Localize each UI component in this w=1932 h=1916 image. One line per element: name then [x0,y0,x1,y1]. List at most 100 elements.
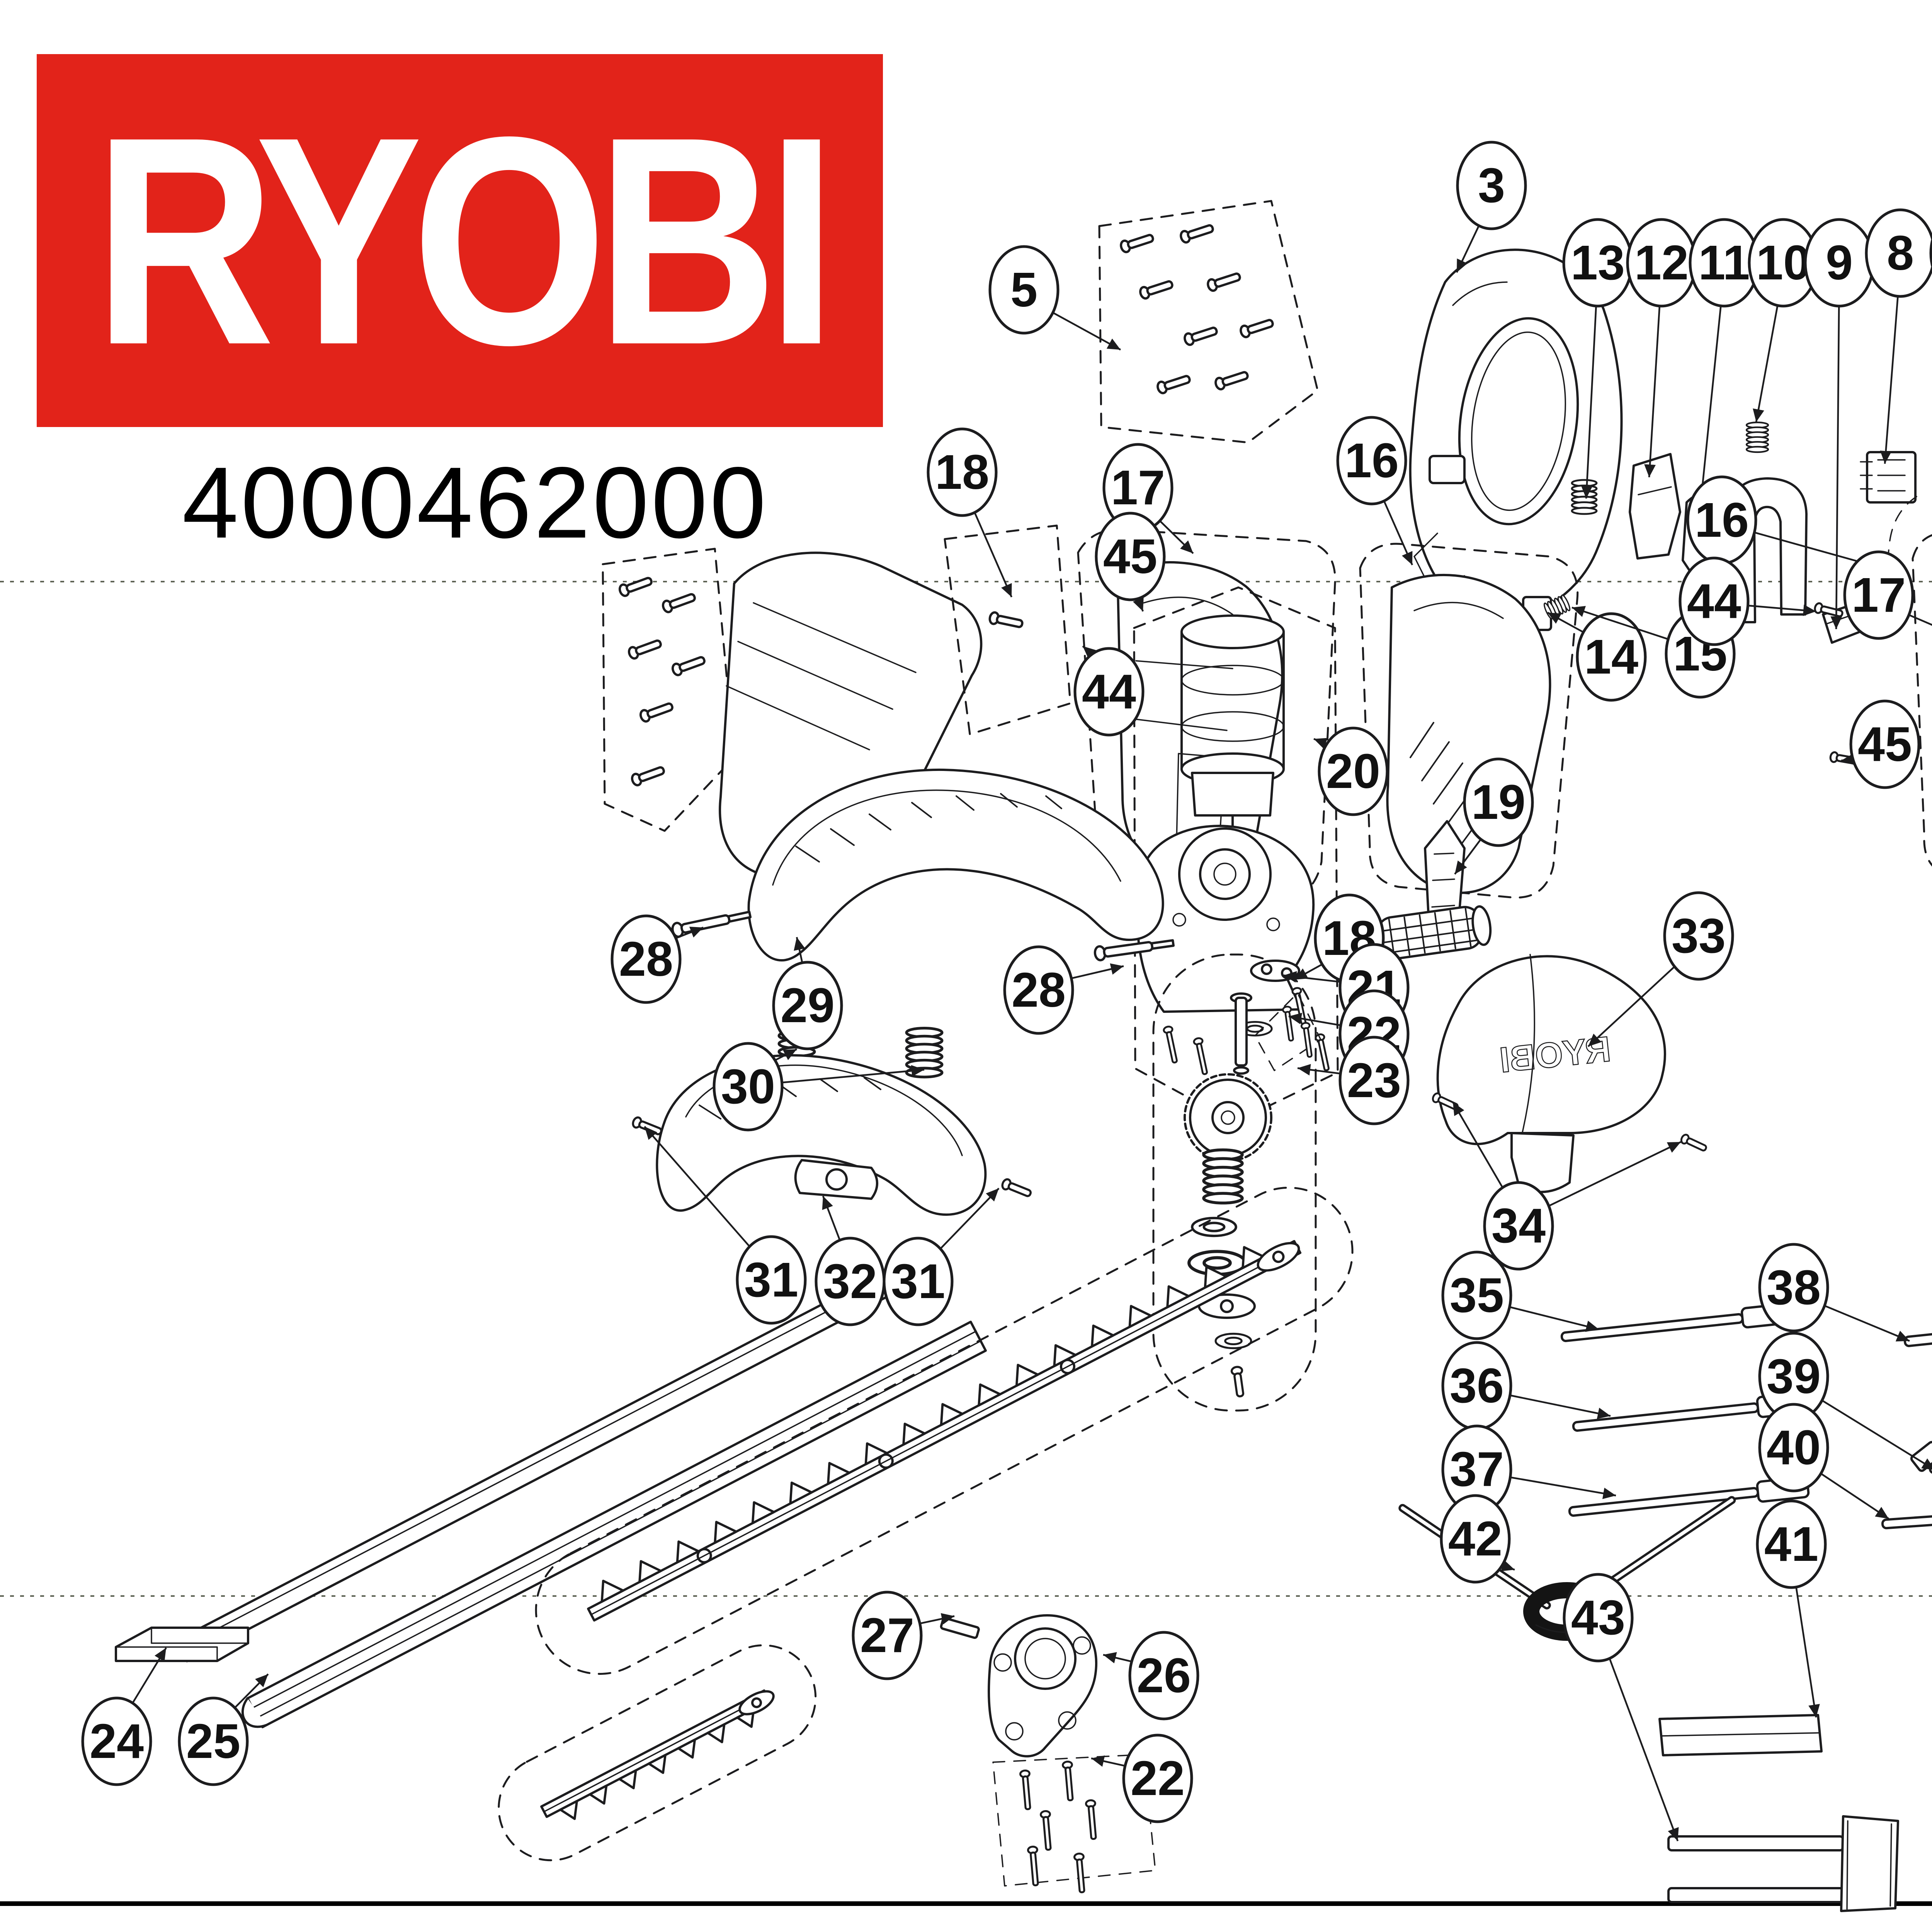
callout-19[interactable]: 19 [1454,757,1534,875]
callout-26[interactable]: 26 [1103,1631,1199,1720]
callout-8[interactable]: 8 [1865,208,1932,464]
part-pivot-pin-bag [944,524,1071,735]
part-boom-housing [1885,496,1917,580]
callout-5[interactable]: 5 [988,245,1121,351]
callout-leader [1288,1012,1341,1026]
callout-leader [940,1188,1000,1249]
callout-leader [1841,753,1855,765]
callout-45[interactable]: 45 [1841,699,1920,789]
callout-circle[interactable] [1758,1403,1829,1492]
callout-number: 19 [1471,775,1526,829]
callout-11[interactable]: 11 [1689,218,1760,516]
callout-37[interactable]: 37 [1441,1424,1616,1514]
callout-17[interactable]: 17 [1843,550,1932,640]
callout-41[interactable]: 41 [1756,1499,1827,1718]
callout-3[interactable]: 3 [1456,141,1527,273]
part-push-rod-1 [1560,1303,1791,1342]
part-logo-cover: RYOBI [1432,954,1708,1193]
callout-22[interactable]: 22 [1091,1734,1193,1823]
callout-circle[interactable] [1843,550,1914,640]
callout-circle[interactable] [713,1042,784,1132]
callout-circle[interactable] [1463,757,1534,847]
callout-circle[interactable] [1865,208,1932,298]
callout-circle[interactable] [611,914,682,1004]
callout-circle[interactable] [1663,891,1734,981]
callout-45[interactable]: 45 [1095,512,1166,612]
part-wrench-bar [1881,1505,1932,1530]
callout-14[interactable]: 14 [1547,612,1647,702]
callout-number: 20 [1326,744,1380,798]
callout-circle[interactable] [1576,612,1647,702]
callout-leader [1547,612,1584,633]
callout-leader [1283,971,1341,983]
callout-circle[interactable] [736,1235,807,1325]
callout-circle[interactable] [178,1696,249,1786]
callout-44[interactable]: 44 [1073,645,1145,737]
callout-28[interactable]: 28 [611,914,704,1004]
callout-circle[interactable] [1122,1734,1193,1823]
callout-35[interactable]: 35 [1441,1251,1599,1340]
callout-number: 30 [721,1059,775,1114]
callout-9[interactable]: 9 [1804,218,1875,630]
callout-28[interactable]: 28 [1003,945,1124,1035]
callout-32[interactable]: 32 [815,1196,886,1326]
callout-circle[interactable] [852,1591,923,1680]
callout-44[interactable]: 44 [1679,556,1816,646]
callout-circle[interactable] [1563,1573,1634,1662]
callout-number: 43 [1571,1590,1625,1645]
callout-circle[interactable] [1483,1181,1554,1271]
callout-20[interactable]: 20 [1313,727,1389,816]
callout-25[interactable]: 25 [178,1673,269,1786]
part-gear-cover [940,1614,1156,1893]
callout-27[interactable]: 27 [852,1591,955,1680]
callout-12[interactable]: 12 [1626,218,1697,478]
part-spindle-shaft [1230,992,1252,1075]
callout-circle[interactable] [1338,1036,1410,1125]
callout-circle[interactable] [988,245,1060,335]
callout-circle[interactable] [1849,699,1920,789]
callout-circle[interactable] [927,427,998,517]
callout-34[interactable]: 34 [1452,1101,1681,1271]
callout-circle[interactable] [1679,556,1750,646]
callout-leader [1500,1560,1515,1571]
callout-circle[interactable] [1095,512,1166,601]
callout-36[interactable]: 36 [1441,1341,1611,1431]
callout-40[interactable]: 40 [1758,1403,1889,1520]
callout-42[interactable]: 42 [1440,1494,1515,1584]
callout-43[interactable]: 43 [1563,1573,1679,1841]
callout-number: 25 [186,1714,240,1768]
callout-number: 40 [1767,1420,1821,1475]
callout-circle[interactable] [1128,1631,1199,1720]
callout-circle[interactable] [1318,727,1389,816]
callout-38[interactable]: 38 [1758,1243,1910,1342]
callout-31[interactable]: 31 [644,1126,807,1325]
callout-7[interactable]: 7 [1929,210,1932,571]
callout-29[interactable]: 29 [772,937,843,1050]
callout-16[interactable]: 16 [1336,416,1413,565]
callout-circle[interactable] [81,1696,152,1786]
callout-leader [1581,306,1597,499]
callout-circle[interactable] [1456,141,1527,230]
callout-16[interactable]: 16 [1686,475,1907,577]
callout-leader [1820,1473,1889,1520]
callout-circle[interactable] [1073,647,1145,737]
callout-leader [1313,738,1328,749]
callout-10[interactable]: 10 [1748,218,1819,422]
callout-31[interactable]: 31 [883,1188,1000,1326]
callout-circle[interactable] [883,1237,954,1326]
callout-circle[interactable] [1929,210,1932,296]
callout-circle[interactable] [1440,1494,1511,1584]
callout-24[interactable]: 24 [81,1647,167,1786]
callout-circle[interactable] [772,961,843,1050]
callout-18[interactable]: 18 [927,427,1013,597]
callout-30[interactable]: 30 [713,1042,925,1132]
callout-circle[interactable] [1756,1499,1827,1589]
callout-13[interactable]: 13 [1562,218,1633,499]
callout-circle[interactable] [1758,1243,1829,1332]
callout-number: 9 [1826,235,1853,290]
callout-circle[interactable] [1441,1251,1512,1340]
callout-circle[interactable] [1003,945,1074,1035]
callout-23[interactable]: 23 [1297,1036,1410,1125]
callout-circle[interactable] [1336,416,1407,505]
callout-33[interactable]: 33 [1587,891,1734,1047]
